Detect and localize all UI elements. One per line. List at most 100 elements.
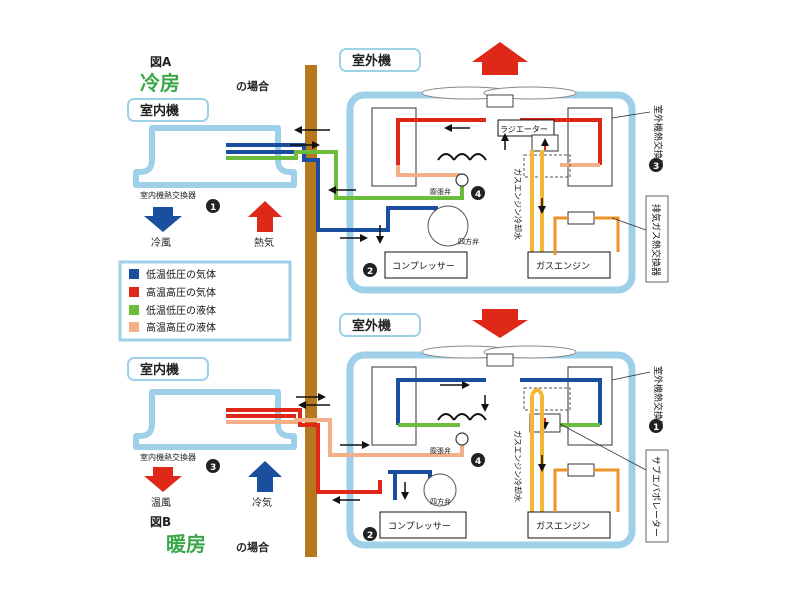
fig-b-cold-air-arrow [248, 461, 282, 492]
legend-label: 低温低圧の気体 [146, 268, 216, 281]
fig-a-outdoor-hx-num: 3 [653, 162, 659, 172]
fig-b-dashed-box [523, 387, 571, 411]
legend: 低温低圧の気体 高温高圧の気体 低温低圧の液体 高温高圧の液体 [118, 260, 292, 342]
legend-box [118, 260, 292, 342]
fig-b-leader-lines [559, 371, 651, 471]
fig-a-radiator-label: ラジエーター [500, 125, 548, 134]
fig-a-leader-lines [611, 111, 651, 231]
fig-b-exhaust-pipe [553, 468, 620, 512]
fig-a-four-way-valve-label: 四方弁 [458, 237, 479, 246]
fig-b-coil-icon [437, 413, 487, 421]
fig-a-pipe-hot-liquid [396, 163, 600, 177]
fig-b-compressor-label: コンプレッサー [388, 521, 451, 532]
fig-a-indoor-unit-label: 室内機 [140, 103, 179, 119]
fig-b-expansion-valve-num-badge [471, 453, 485, 467]
fig-a-exhaust-hx-side-label: 排気ガス熱交換器 [650, 204, 662, 276]
legend-swatch [129, 322, 139, 332]
fig-a-dashed-box [523, 154, 571, 178]
legend-item-1: 高温高圧の気体 [129, 286, 216, 299]
fig-b-sub-evaporator-side-label: サブエバポレーター [650, 456, 662, 537]
fig-a-outdoor-hx-side-label: 室外機熱交換器 [652, 105, 664, 168]
fig-a-indoor-unit [133, 125, 297, 188]
fig-b-indoor-unit-box [127, 357, 209, 381]
fig-a-exhaust-hx-box [567, 211, 595, 225]
legend-item-2: 低温低圧の液体 [129, 304, 216, 317]
legend-swatch [129, 287, 139, 297]
fig-b-pipe-low-gas [388, 378, 602, 500]
legend-item-3: 高温高圧の液体 [129, 321, 216, 334]
fig-a-four-way-valve-icon [427, 205, 469, 247]
fig-a-mode-suffix: の場合 [236, 79, 270, 93]
fig-a-exhaust-pipe [553, 216, 620, 255]
fig-b-mode-suffix: の場合 [236, 540, 270, 554]
fig-a-label: 図A [150, 55, 172, 69]
fig-b-gas-engine-label: ガスエンジン [536, 521, 590, 532]
fig-b-fan-icon [421, 345, 577, 367]
fig-b-exhaust-hx-box [567, 463, 595, 477]
legend-item-0: 低温低圧の気体 [129, 268, 216, 281]
wall [305, 65, 317, 557]
fig-b-four-way-valve-icon [423, 473, 457, 507]
fig-b-indoor-hx-num-badge [206, 459, 220, 473]
legend-swatch [129, 269, 139, 279]
fig-a-gas-engine-label: ガスエンジン [536, 261, 590, 272]
fig-b-mode-title: 暖房 [166, 532, 206, 556]
fig-a-mode-title: 冷房 [140, 71, 180, 95]
fig-a-outdoor-hx-num-badge [649, 158, 663, 172]
fig-a-indoor-hx-num-badge [206, 199, 220, 213]
fig-b-compressor-box [379, 511, 467, 539]
fig-b-label: 図B [150, 515, 171, 529]
fig-b-air-down-arrow [472, 309, 528, 338]
fig-a-hot-air-arrow [248, 201, 282, 232]
fig-b-outdoor-hx-num-badge [649, 419, 663, 433]
fig-a-expansion-valve-num: 4 [475, 190, 481, 200]
fig-a-compressor-label: コンプレッサー [392, 261, 455, 272]
fig-b-outdoor-unit-box [339, 313, 421, 337]
legend-label: 高温高圧の液体 [146, 321, 216, 334]
fig-b-outdoor-hx-side-label: 室外機熱交換器 [652, 366, 664, 429]
legend-swatch [129, 305, 139, 315]
fig-a-outdoor-unit-label: 室外機 [352, 53, 391, 69]
fig-a-indoor-hx-label: 室内機熱交換器 [140, 190, 196, 200]
fig-b-indoor-unit [133, 389, 297, 450]
fig-a-indoor-hx-num: 1 [210, 203, 216, 213]
figure-a: 図A 冷房 の場合 室内機 室内機熱交換器 1 冷風 熱気 室外機 [127, 42, 669, 294]
fig-a-cold-air-arrow [144, 207, 182, 232]
fig-b-compressor-num-badge [363, 527, 377, 541]
fig-b-expansion-valve-icon [455, 432, 469, 446]
fig-a-outdoor-unit-box [339, 48, 421, 72]
fig-a-cold-air-label: 冷風 [151, 236, 171, 249]
fig-b-outdoor-unit-label: 室外機 [352, 318, 391, 334]
fig-a-coolant-label: ガスエンジン冷却水 [513, 168, 523, 240]
fig-b-indoor-unit-label: 室内機 [140, 362, 179, 378]
fig-a-gas-engine-box [527, 251, 611, 279]
fig-b-pipe-hot-liquid [226, 418, 464, 457]
fig-b-coolant-pipe [530, 388, 544, 512]
fig-b-cold-air-label: 冷気 [252, 496, 272, 509]
fig-b-outdoor-hx-num: 1 [653, 423, 659, 433]
legend-label: 高温高圧の気体 [146, 286, 216, 299]
fig-b-four-way-valve-label: 四方弁 [430, 497, 451, 506]
fig-a-expansion-valve-num-badge [471, 186, 485, 200]
fig-a-indoor-unit-box [127, 98, 209, 122]
fig-b-warm-air-arrow [144, 467, 182, 492]
fig-a-exhaust-hx-side-box [645, 195, 669, 283]
fig-b-pipe-hot-gas [226, 408, 382, 494]
fig-b-warm-air-label: 温風 [151, 497, 171, 509]
fig-a-expansion-valve-label: 膨張弁 [430, 187, 451, 196]
fig-b-compressor-num: 2 [367, 531, 373, 541]
fig-a-radiator-box [497, 119, 555, 137]
fig-b-expansion-valve-num: 4 [475, 457, 481, 467]
fig-a-hot-air-label: 熱気 [254, 236, 274, 249]
fig-b-indoor-hx-label: 室内機熱交換器 [140, 452, 196, 462]
fig-b-indoor-hx-num: 3 [210, 463, 216, 473]
fig-a-exhaust-up-arrow [472, 42, 528, 75]
fig-b-expansion-valve-label: 膨張弁 [430, 446, 451, 455]
fig-b-sub-evaporator-side-box [645, 449, 669, 543]
fig-b-coolant-label: ガスエンジン冷却水 [513, 430, 523, 502]
fig-b-gas-engine-box [527, 511, 611, 539]
fig-a-compressor-box [384, 251, 468, 279]
fig-a-flow-arrows [290, 124, 546, 244]
fig-a-pipe-low-liquid [226, 150, 464, 200]
